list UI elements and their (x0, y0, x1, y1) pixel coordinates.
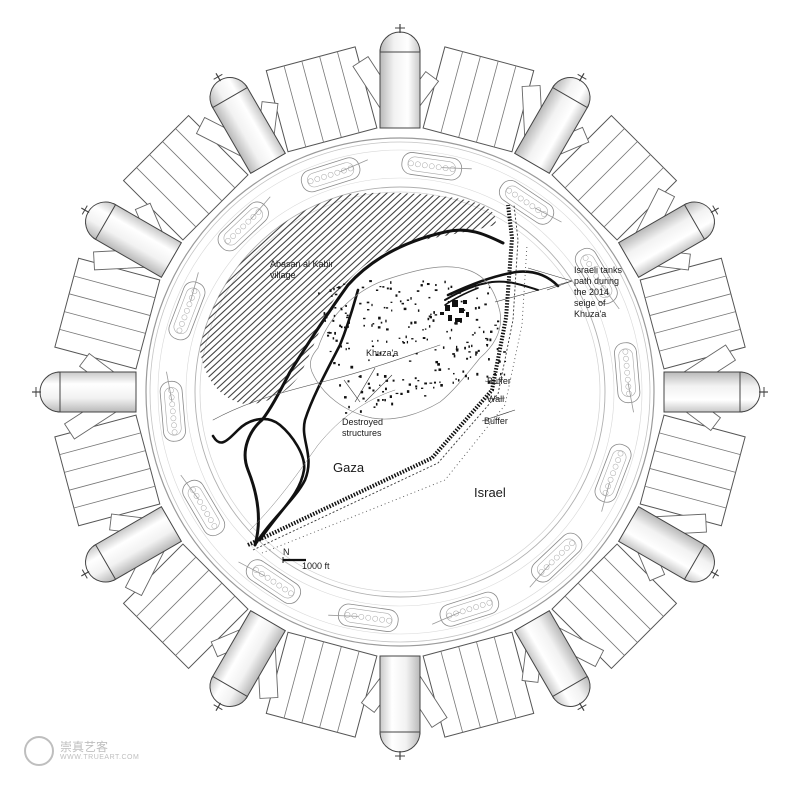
label-abasan-line2: village (270, 270, 296, 280)
wall-callout (484, 397, 506, 400)
label-destroyed-line2: structures (342, 428, 382, 438)
tanks-callout-1 (494, 280, 573, 303)
tank-path-main (243, 228, 505, 547)
tank-path-east-3 (444, 287, 479, 306)
north-label: N (283, 547, 290, 557)
tanks-callout-2 (527, 267, 573, 282)
buffer-callout-bottom (481, 409, 516, 422)
road-line (212, 344, 441, 421)
silo-tower-icon (513, 609, 591, 711)
tank-icon (159, 371, 186, 442)
label-tanks-line5: Khuza'a (574, 309, 606, 319)
label-tanks-line2: path during (574, 276, 619, 286)
silo-tower-icon (81, 201, 183, 279)
label-buffer-bottom: Buffer (484, 416, 508, 426)
label-tanks-line4: seige of (574, 298, 606, 308)
tank-icon (498, 180, 562, 225)
destroyed-callout-1 (354, 367, 376, 403)
tank-icon (432, 591, 500, 627)
watermark: 崇真艺客 WWW.TRUEART.COM (24, 736, 139, 766)
inner-ring-circle (194, 186, 606, 598)
label-gaza: Gaza (333, 460, 365, 475)
watermark-text: 崇真艺客 WWW.TRUEART.COM (60, 739, 140, 762)
border-lines (247, 204, 528, 554)
watermark-seal-icon (24, 736, 54, 766)
inner-ring-inner-circle (199, 191, 601, 593)
destroyed-callout-2 (343, 379, 361, 403)
silo-tower-icon (81, 505, 183, 583)
silo-tower-icon (379, 655, 421, 760)
destroyed-callout-3 (364, 374, 393, 403)
watermark-url: WWW.TRUEART.COM (60, 753, 140, 761)
tank-icon (401, 152, 472, 181)
road-line-2 (249, 389, 396, 531)
label-buffer-top: Buffer (487, 376, 511, 386)
silo-tower-icon (209, 73, 287, 175)
tanks-callout-3 (546, 280, 573, 291)
outer-ring-circle (145, 137, 655, 647)
silo-tower-icon (617, 201, 719, 279)
khuzaa-boundary (310, 266, 501, 420)
tank-path-west (211, 417, 306, 542)
tank-icon (180, 474, 226, 537)
tank-path-east (446, 270, 560, 297)
silo-tower-icon (663, 371, 768, 413)
map-labels: Abasan al Kabir village Khuza'a Destroye… (270, 259, 623, 571)
label-destroyed-line1: Destroyed (342, 417, 383, 427)
label-tanks-line1: Israeli tanks (574, 265, 623, 275)
label-israel: Israel (474, 485, 506, 500)
dense-building-cluster (440, 300, 469, 322)
silo-tower-icon (209, 609, 287, 711)
tank-icon (168, 272, 206, 341)
tank-icon (594, 443, 632, 512)
tank-icon (574, 247, 620, 310)
silo-tower-icon (617, 505, 719, 583)
scale-bar (282, 557, 306, 563)
silo-tower-icon (379, 24, 421, 129)
label-khuzaa: Khuza'a (366, 348, 398, 358)
label-wall: Wall (487, 394, 504, 404)
watermark-title: 崇真艺客 (60, 739, 109, 754)
map-lines (211, 228, 560, 547)
buffer-callout-top (484, 380, 501, 385)
scale-label: 1000 ft (302, 561, 330, 571)
tank-icon (217, 196, 271, 252)
tank-icon (238, 559, 302, 604)
circular-frame (32, 24, 768, 760)
tank-icon (300, 157, 368, 193)
tank-icon (529, 532, 583, 588)
tank-icon (328, 603, 399, 632)
building-dots (318, 280, 507, 414)
buffer-line-inner (252, 204, 519, 551)
label-abasan-line1: Abasan al Kabir (270, 259, 334, 269)
label-tanks-line3: the 2014 (574, 287, 609, 297)
silo-tower-icon (513, 73, 591, 175)
silo-tower-icon (32, 371, 137, 413)
callout-lines (343, 267, 573, 422)
tank-icon (614, 342, 641, 413)
tank-track (157, 149, 643, 635)
wall-line (247, 204, 515, 547)
outer-ring-inner-circle (149, 141, 651, 643)
